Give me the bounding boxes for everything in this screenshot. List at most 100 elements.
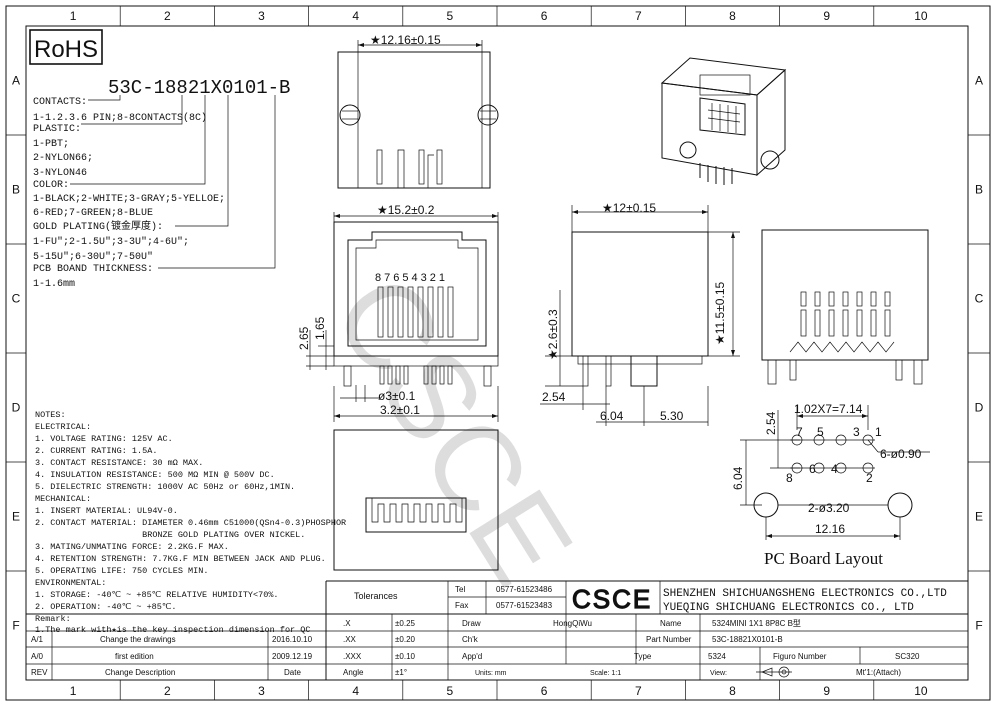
dim-pcb-1216: 12.16 — [815, 522, 845, 536]
tol-key: .XXX — [343, 652, 362, 661]
grid-label: C — [975, 292, 984, 306]
grid-ticks — [6, 6, 990, 700]
grid-label: 5 — [447, 9, 454, 23]
note-line: 4. RETENTION STRENGTH: 7.7KG.F MIN BETWE… — [35, 554, 326, 564]
dim-165: 1.65 — [313, 316, 327, 340]
dim-pcb-posts: 2-ø3.20 — [808, 501, 850, 515]
note-line: 1.The mark with★is the key inspection di… — [35, 625, 310, 635]
rev-id: A/0 — [31, 652, 44, 661]
grid-label: 7 — [635, 9, 642, 23]
rev-desc: first edition — [115, 652, 154, 661]
legend-line: 3-NYLON46 — [33, 168, 87, 179]
dim-pcb-254: 2.54 — [764, 411, 778, 435]
material: Mt'1:(Attach) — [856, 668, 901, 677]
company-name-1: SHENZHEN SHICHUANGSHENG ELECTRONICS CO.,… — [663, 588, 947, 600]
pcb-pin-label: 7 — [796, 425, 803, 439]
legend-leaders — [70, 95, 276, 269]
grid-label: 10 — [914, 684, 928, 698]
front-view: ★15.2±0.2 87654321 — [297, 203, 499, 422]
note-line: 2. OPERATION: -40℃ ~ +85℃. — [35, 602, 177, 612]
dim-265: 2.65 — [297, 326, 311, 350]
legend-line: CONTACTS: — [33, 97, 87, 108]
legend-line: 2-NYLON66; — [33, 153, 93, 164]
note-line: 2. CONTACT MATERIAL: DIAMETER 0.46mm C51… — [35, 518, 346, 528]
grid-label: 4 — [352, 684, 359, 698]
rev-header: Change Description — [105, 668, 175, 677]
pc-board-layout: 1.02X7=7.14 2.54 6.04 7 5 3 1 8 6 4 2 — [731, 402, 930, 568]
company-name-2: YUEQING SHICHUANG ELECTRONICS CO., LTD — [663, 602, 914, 614]
dim-side-604: 6.04 — [600, 409, 624, 423]
rev-date: 2016.10.10 — [272, 635, 313, 644]
type-label: Type — [634, 652, 652, 661]
pcb-pin-label: 2 — [866, 471, 873, 485]
note-line: 3. CONTACT RESISTANCE: 30 mΩ MAX. — [35, 458, 203, 468]
legend-line: 1-BLACK;2-WHITE;3-GRAY;5-YELLOE; — [33, 194, 225, 205]
grid-label: 6 — [541, 684, 548, 698]
grid-label: D — [975, 401, 984, 415]
part-number-label: Part Number — [646, 635, 692, 644]
legend-line: 1-1.6mm — [33, 279, 75, 290]
dim-top-width: ★12.16±0.15 — [370, 33, 441, 47]
grid-label: E — [975, 510, 983, 524]
fax-label: Fax — [455, 601, 468, 610]
dim-front-width: ★15.2±0.2 — [377, 203, 435, 217]
dim-side-530: 5.30 — [660, 409, 684, 423]
grid-label: 8 — [729, 9, 736, 23]
note-line: Remark: — [35, 614, 71, 624]
grid-label: B — [12, 183, 20, 197]
legend-line: 1-FU";2-1.5U";3-3U";4-6U"; — [33, 236, 189, 248]
tol-key: Angle — [343, 668, 364, 677]
grid-label: 8 — [729, 684, 736, 698]
legend-line: 6-RED;7-GREEN;8-BLUE — [33, 208, 153, 219]
tol-value: ±0.10 — [395, 652, 416, 661]
grid-label: 7 — [635, 684, 642, 698]
pcb-pin-label: 1 — [875, 425, 882, 439]
figure-label: Figuro Number — [773, 652, 827, 661]
grid-label: 5 — [447, 684, 454, 698]
grid-label: E — [12, 510, 20, 524]
tel-value: 0577-61523486 — [496, 585, 553, 594]
dim-post-spacing: 3.2±0.1 — [380, 403, 420, 417]
part-code: 53C-18821X0101-B — [108, 77, 290, 99]
front-contacts — [377, 286, 454, 338]
tol-key: .XX — [343, 635, 357, 644]
view-label: View: — [710, 670, 727, 677]
grid-label: 1 — [70, 684, 77, 698]
legend-line: 1-PBT; — [33, 139, 69, 150]
dim-pcb-holes: 6-ø0.90 — [880, 447, 922, 461]
notes: NOTES: ELECTRICAL: 1. VOLTAGE RATING: 12… — [35, 410, 346, 635]
rear-view — [761, 229, 929, 385]
dim-pcb-604: 6.04 — [731, 466, 745, 490]
legend-line: PLASTIC: — [33, 124, 81, 135]
note-line: MECHANICAL: — [35, 494, 91, 504]
grid-label: 2 — [164, 9, 171, 23]
grid-label: 1 — [70, 9, 77, 23]
grid-label: 6 — [541, 9, 548, 23]
projection-symbol-icon — [756, 666, 792, 678]
title-block: Tolerances Tel 0577-61523486 Fax 0577-61… — [26, 580, 968, 680]
pcb-holes — [790, 434, 875, 474]
draw-label: Draw — [462, 619, 481, 628]
dim-side-26: ★2.6±0.3 — [546, 309, 560, 360]
rev-id: A/1 — [31, 635, 44, 644]
legend-text: CONTACTS: 1-1.2.3.6 PIN;8-8CONTACTS(8C) … — [33, 97, 225, 290]
part-number-value: 53C-18821X0101-B — [712, 635, 783, 644]
dim-pcb-pitch: 1.02X7=7.14 — [794, 402, 863, 416]
grid-label: 3 — [258, 9, 265, 23]
grid-label: 4 — [352, 9, 359, 23]
draw-value: HongQiWu — [553, 619, 592, 628]
type-value: 5324 — [708, 652, 726, 661]
fax-value: 0577-61523483 — [496, 601, 553, 610]
note-line: 4. INSULATION RESISTANCE: 500 MΩ MIN @ 5… — [35, 470, 275, 480]
grid-label: 2 — [164, 684, 171, 698]
rev-date: 2009.12.19 — [272, 652, 313, 661]
pin-numbers: 87654321 — [375, 272, 448, 284]
pcb-pin-label: 3 — [853, 425, 860, 439]
top-view-pins — [376, 149, 443, 188]
check-label: Ch'k — [462, 635, 479, 644]
note-line: 1. INSERT MATERIAL: UL94V-0. — [35, 506, 178, 516]
note-line: ENVIRONMENTAL: — [35, 578, 106, 588]
legend-line: 1-1.2.3.6 PIN;8-8CONTACTS(8C) — [33, 112, 207, 124]
